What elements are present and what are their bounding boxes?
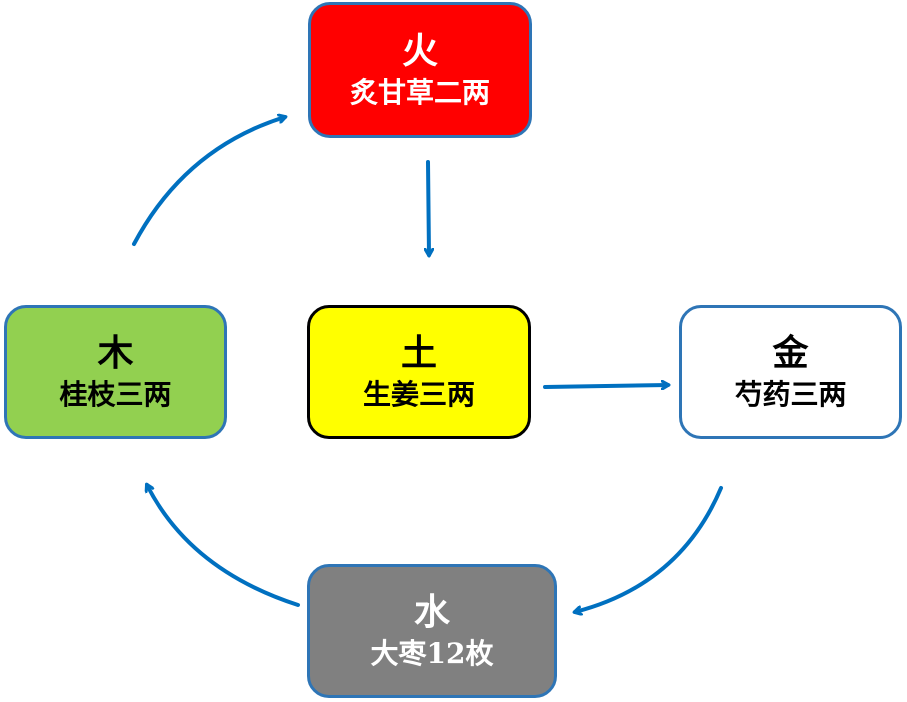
herb-label-wood: 桂枝三两 — [59, 377, 172, 411]
node-fire: 火 炙甘草二两 — [308, 2, 532, 138]
element-label-earth: 土 — [400, 332, 437, 375]
herb-label-earth: 生姜三两 — [362, 377, 475, 411]
arrow-wood-to-fire — [132, 117, 285, 246]
node-water: 水 大枣12枚 — [307, 564, 557, 698]
node-metal: 金 芍药三两 — [679, 305, 902, 439]
arrow-earth-to-metal — [543, 385, 668, 387]
herb-label-metal: 芍药三两 — [734, 377, 847, 411]
element-label-water: 水 — [413, 591, 450, 634]
node-wood: 木 桂枝三两 — [4, 305, 227, 439]
arrow-water-to-wood — [147, 485, 300, 607]
herb-label-water: 大枣12枚 — [370, 636, 494, 670]
element-label-metal: 金 — [772, 332, 809, 375]
arrow-metal-to-water — [575, 486, 723, 612]
herb-label-fire: 炙甘草二两 — [349, 75, 490, 109]
node-earth: 土 生姜三两 — [307, 305, 531, 439]
arrow-fire-to-earth — [428, 160, 429, 255]
element-label-fire: 火 — [401, 30, 438, 73]
element-label-wood: 木 — [97, 332, 134, 375]
